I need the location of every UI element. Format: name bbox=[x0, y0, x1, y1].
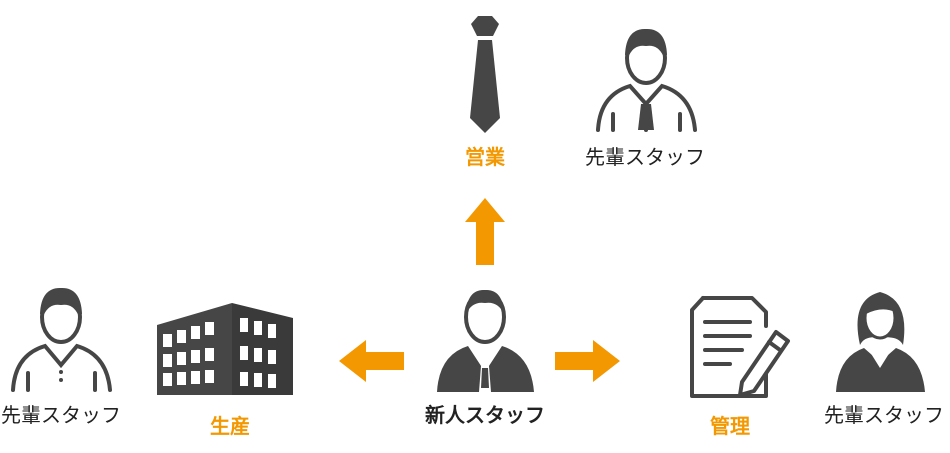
arrow-right-icon bbox=[555, 340, 620, 382]
businessman-icon bbox=[437, 289, 534, 392]
necktie-icon bbox=[470, 16, 500, 133]
arrow-up-icon bbox=[465, 198, 505, 265]
arrow-left-icon bbox=[339, 340, 404, 382]
management-label: 管理 bbox=[710, 414, 750, 438]
management-senior-label: 先輩スタッフ bbox=[824, 403, 944, 427]
document-pen-icon bbox=[690, 296, 790, 398]
female-staff-icon bbox=[836, 292, 925, 392]
production-label: 生産 bbox=[210, 414, 250, 438]
factory-building-icon bbox=[157, 303, 293, 395]
male-staff-icon bbox=[596, 28, 697, 132]
production-senior-label: 先輩スタッフ bbox=[1, 403, 121, 427]
sales-senior-label: 先輩スタッフ bbox=[585, 145, 705, 169]
male-staff-casual-icon bbox=[11, 287, 112, 392]
new-staff-label: 新人スタッフ bbox=[425, 403, 545, 427]
sales-label: 営業 bbox=[465, 145, 505, 169]
